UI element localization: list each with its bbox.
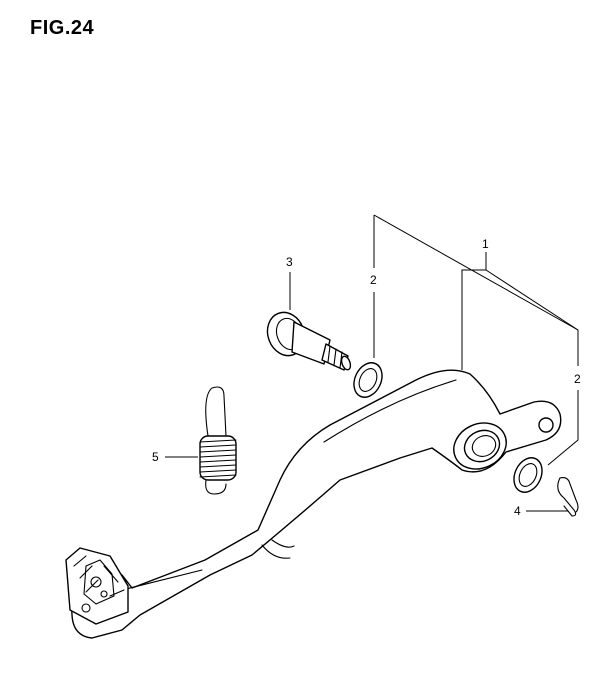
brake-pedal-arm: [65, 369, 562, 639]
return-spring: [199, 386, 237, 495]
callout-2-lower: 2: [574, 372, 581, 386]
figure-title: FIG.24: [30, 17, 95, 39]
washer-lower: [513, 457, 543, 493]
callout-4: 4: [514, 504, 521, 518]
washer-upper: [353, 362, 383, 398]
callout-5: 5: [152, 450, 159, 464]
callout-2-upper: 2: [370, 273, 377, 287]
cotter-pin: [557, 477, 579, 517]
callout-3: 3: [286, 255, 293, 269]
leader-lines: [165, 214, 579, 512]
callout-1: 1: [482, 237, 489, 251]
pivot-bolt: [266, 311, 352, 371]
